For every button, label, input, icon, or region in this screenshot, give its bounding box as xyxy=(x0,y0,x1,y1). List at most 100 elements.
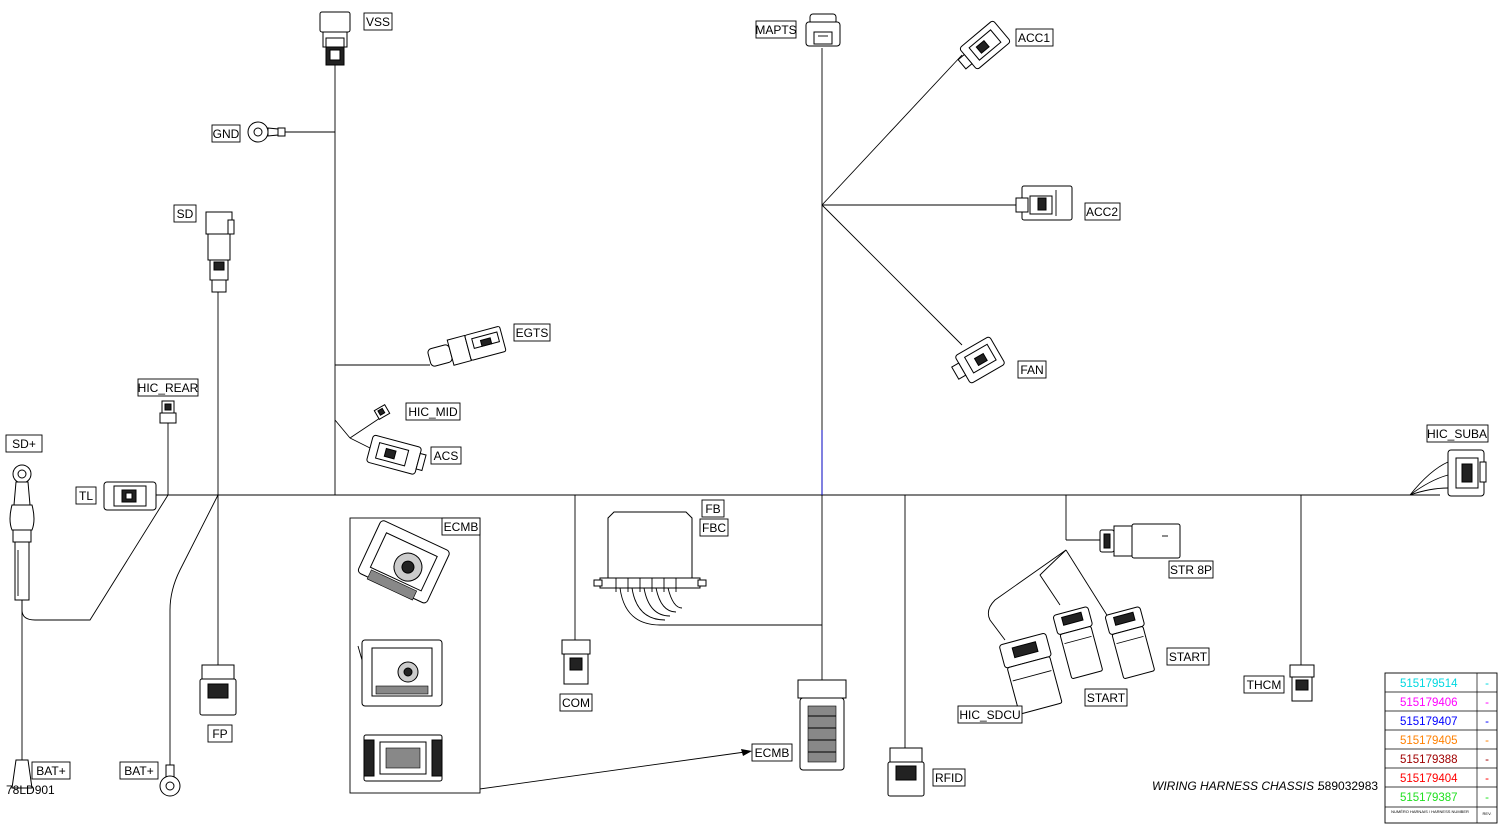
svg-text:HIC_SDCU: HIC_SDCU xyxy=(959,708,1020,722)
revision-number: 515179405 xyxy=(1400,735,1458,747)
svg-text:SD: SD xyxy=(177,207,194,221)
thcm-connector xyxy=(1289,664,1315,702)
com-connector xyxy=(561,639,591,685)
drawing-id: 78LD901 xyxy=(6,783,55,797)
revision-number: 515179406 xyxy=(1400,697,1458,709)
rfid-connector xyxy=(887,747,925,797)
mapts-connector xyxy=(805,13,841,47)
ecmb-connector xyxy=(797,679,847,771)
revision-number: 515179388 xyxy=(1400,754,1458,766)
acc1-connector xyxy=(957,20,1011,70)
label-gnd: GND xyxy=(211,124,241,143)
harness-part-number: 589032983 xyxy=(1318,779,1378,793)
label-com: COM xyxy=(559,693,593,712)
bat-plus-terminal-1 xyxy=(11,759,33,789)
label-mapts: MAPTS xyxy=(755,20,797,39)
harness-wires xyxy=(21,48,1449,793)
revision-value: - xyxy=(1485,792,1489,804)
hic-suba-connector xyxy=(1447,449,1487,497)
label-hic-mid: HIC_MID xyxy=(405,402,461,421)
label-egts: EGTS xyxy=(513,323,551,342)
label-hic-rear: HIC_REAR xyxy=(137,378,199,397)
revision-number: 515179514 xyxy=(1400,678,1458,690)
label-hic-sdcu: HIC_SDCU xyxy=(957,705,1023,724)
sd-connector xyxy=(205,211,235,293)
revision-value: - xyxy=(1485,678,1489,690)
svg-text:STR 8P: STR 8P xyxy=(1170,563,1212,577)
label-acs: ACS xyxy=(430,446,462,465)
svg-text:ECMB: ECMB xyxy=(755,746,790,760)
label-start-1: START xyxy=(1166,647,1210,666)
acs-connector xyxy=(366,434,427,475)
svg-text:ACC2: ACC2 xyxy=(1086,205,1118,219)
svg-text:HIC_REAR: HIC_REAR xyxy=(138,381,199,395)
connectors xyxy=(9,11,1487,797)
gnd-ring-terminal xyxy=(247,121,286,143)
revision-number: 515179404 xyxy=(1400,773,1458,785)
revision-value: - xyxy=(1485,735,1489,747)
footer: 78LD901 WIRING HARNESS CHASSIS : 5890329… xyxy=(6,779,1378,797)
ecmb-view-box xyxy=(349,517,481,794)
start-connector-2 xyxy=(1105,606,1155,679)
svg-text:SD+: SD+ xyxy=(12,437,36,451)
svg-text:START: START xyxy=(1087,691,1126,705)
str-8p-connector xyxy=(1099,523,1181,559)
fan-connector xyxy=(951,336,1005,384)
svg-text:FBC: FBC xyxy=(702,521,726,535)
label-ecmb: ECMB xyxy=(751,743,793,762)
revision-number: 515179387 xyxy=(1400,792,1458,804)
revision-header-number: NUMÉRO HARNAIS / HARNESS NUMBER xyxy=(1391,809,1469,814)
harness-title: WIRING HARNESS CHASSIS : xyxy=(1152,779,1321,793)
revision-value: - xyxy=(1485,697,1489,709)
svg-text:RFID: RFID xyxy=(935,771,963,785)
svg-text:GND: GND xyxy=(213,127,240,141)
vss-connector xyxy=(319,11,351,66)
label-acc1: ACC1 xyxy=(1015,28,1054,47)
acc2-connector xyxy=(1015,185,1073,221)
fb-fuse-box xyxy=(593,511,707,592)
label-fp: FP xyxy=(207,724,233,743)
svg-text:ACC1: ACC1 xyxy=(1018,31,1050,45)
svg-text:VSS: VSS xyxy=(366,15,390,29)
svg-text:TL: TL xyxy=(79,489,93,503)
svg-text:BAT+: BAT+ xyxy=(124,764,153,778)
fp-connector xyxy=(199,664,237,716)
svg-text:START: START xyxy=(1169,650,1208,664)
revision-table: 515179514 - 515179406 - 515179407 - 515179405 -… xyxy=(1384,672,1498,824)
svg-text:ECMB: ECMB xyxy=(444,520,479,534)
svg-text:COM: COM xyxy=(562,696,590,710)
label-acc2: ACC2 xyxy=(1084,202,1121,221)
label-thcm: THCM xyxy=(1243,675,1285,694)
svg-text:THCM: THCM xyxy=(1247,678,1282,692)
label-fb: FB xyxy=(701,499,725,518)
svg-text:HIC_SUBA: HIC_SUBA xyxy=(1427,427,1487,441)
label-sd: SD xyxy=(173,204,197,223)
svg-text:ACS: ACS xyxy=(434,449,459,463)
label-fan: FAN xyxy=(1017,360,1047,379)
connector-labels: VSS MAPTS ACC1 GND SD ACC2 EGTS FAN xyxy=(5,12,1489,787)
svg-text:FP: FP xyxy=(212,727,227,741)
label-bat-plus-2: BAT+ xyxy=(119,761,159,780)
bat-plus-terminal-2 xyxy=(159,764,181,797)
label-rfid: RFID xyxy=(932,768,966,787)
revision-value: - xyxy=(1485,773,1489,785)
label-str-8p: STR 8P xyxy=(1168,560,1214,579)
hic-mid-connector xyxy=(373,403,391,421)
label-fbc: FBC xyxy=(699,518,729,537)
label-bat-plus-1: BAT+ xyxy=(31,761,71,780)
revision-value: - xyxy=(1485,716,1489,728)
revision-number: 515179407 xyxy=(1400,716,1458,728)
label-vss: VSS xyxy=(363,12,393,31)
label-ecmb-box: ECMB xyxy=(441,517,481,536)
svg-text:BAT+: BAT+ xyxy=(36,764,65,778)
svg-text:FB: FB xyxy=(705,502,720,516)
start-connector-1 xyxy=(1053,606,1103,679)
egts-connector xyxy=(427,326,507,367)
label-tl: TL xyxy=(75,486,97,505)
sd-plus-terminal xyxy=(9,464,35,601)
hic-rear-connector xyxy=(159,400,177,424)
svg-text:EGTS: EGTS xyxy=(516,326,549,340)
hic-sdcu-connector xyxy=(999,632,1063,715)
revision-value: - xyxy=(1485,754,1489,766)
